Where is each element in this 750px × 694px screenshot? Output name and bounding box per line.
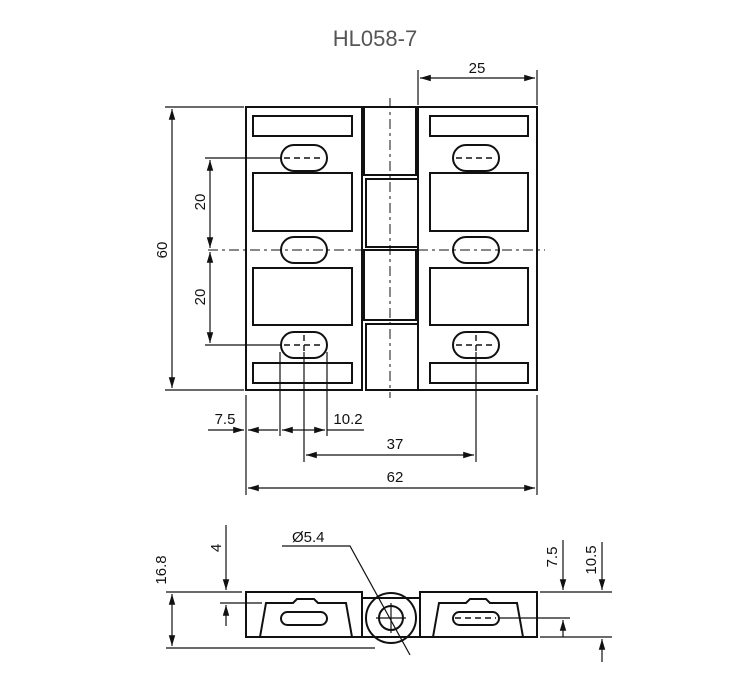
dim-slot-pitch-lower: 20 — [192, 289, 209, 306]
dim-side-height: 16.8 — [153, 555, 170, 584]
dim-leaf-width: 25 — [469, 60, 486, 77]
dim-slot-length: 10.2 — [333, 411, 362, 428]
dimension-lines — [165, 70, 538, 495]
side-right-leaf — [419, 591, 538, 638]
leaf-recesses — [252, 115, 529, 384]
right-leaf — [417, 106, 538, 391]
dim-leaf-thickness: 10.5 — [583, 545, 600, 574]
side-dimension-lines — [166, 525, 612, 662]
dim-slot-height: 7.5 — [544, 547, 561, 568]
dim-pin-diameter: Ø5.4 — [292, 529, 325, 546]
knuckle-circle — [365, 592, 417, 644]
dim-overall-width: 62 — [387, 469, 404, 486]
dim-slot-center-distance: 37 — [387, 436, 404, 453]
dim-recess-depth: 4 — [208, 544, 225, 552]
dim-overall-height: 60 — [154, 242, 171, 259]
side-view: 16.8 4 Ø5.4 7.5 10.5 — [153, 525, 612, 662]
top-view: 60 20 20 25 7.5 10.2 37 62 — [154, 60, 545, 495]
dim-slot-pitch-upper: 20 — [192, 194, 209, 211]
drawing-title: HL058-7 — [332, 26, 418, 51]
hinge-knuckles — [363, 106, 419, 391]
dim-edge-to-slot: 7.5 — [215, 411, 236, 428]
